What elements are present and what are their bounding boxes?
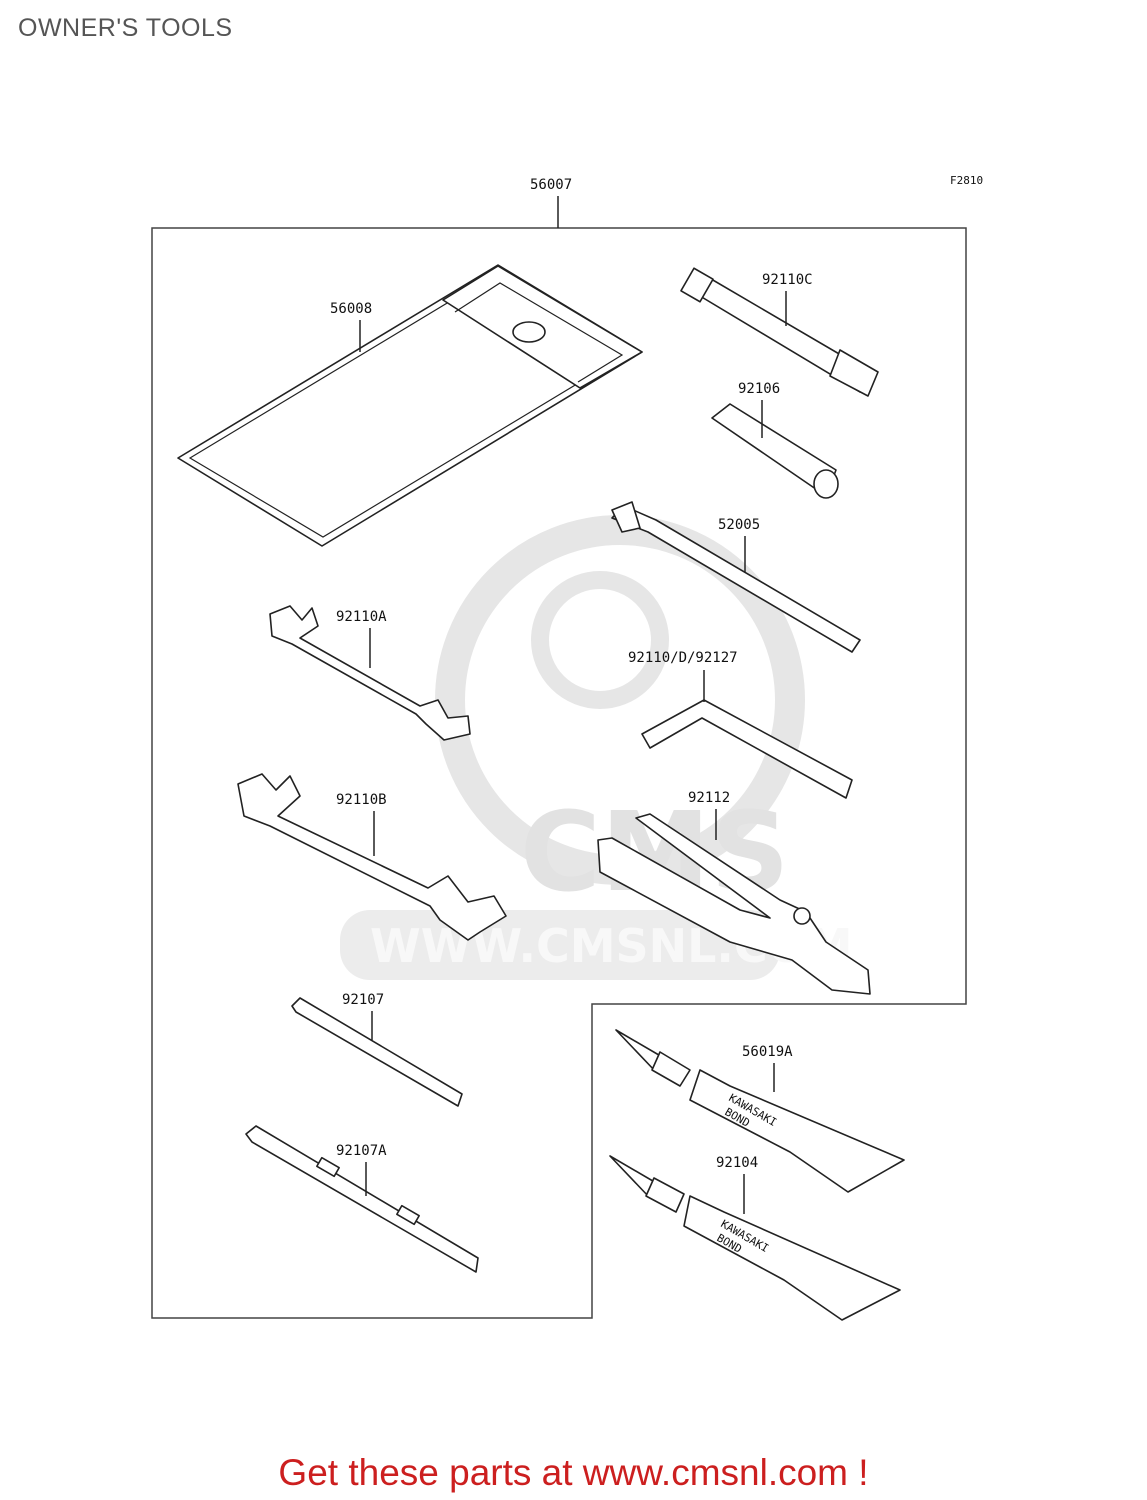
open-end-wrench-small-92110A[interactable]: 92110A — [269, 605, 471, 741]
svg-text:92107A: 92107A — [336, 1143, 387, 1159]
bond-tube-56019A[interactable]: KAWASAKI BOND 56019A — [615, 1029, 905, 1193]
footer-link[interactable]: Get these parts at www.cmsnl.com ! — [278, 1452, 869, 1493]
page-title: OWNER'S TOOLS — [18, 14, 233, 42]
svg-text:92112: 92112 — [688, 790, 730, 806]
open-end-wrench-large-92110B[interactable]: 92110B — [237, 773, 507, 941]
svg-text:92106: 92106 — [738, 381, 780, 397]
screwdriver-shaft-52005[interactable]: 52005 — [611, 501, 861, 653]
pliers-92112[interactable]: 92112 — [597, 790, 871, 995]
label-56007[interactable]: 56007 — [530, 177, 572, 228]
kit-frame — [151, 227, 967, 1319]
svg-text:56007: 56007 — [530, 177, 572, 193]
socket-handle-92106[interactable]: 92106 — [711, 381, 839, 499]
svg-text:92110B: 92110B — [336, 792, 387, 808]
figure-code: F2810 — [950, 174, 983, 187]
box-wrench-92110C[interactable]: 92110C — [680, 267, 879, 397]
svg-text:92110A: 92110A — [336, 609, 387, 625]
svg-text:92104: 92104 — [716, 1155, 758, 1171]
svg-text:92107: 92107 — [342, 992, 384, 1008]
svg-text:92110C: 92110C — [762, 272, 813, 288]
svg-text:92110/D/92127: 92110/D/92127 — [628, 650, 738, 666]
svg-text:52005: 52005 — [718, 517, 760, 533]
svg-text:56019A: 56019A — [742, 1044, 793, 1060]
double-ended-screwdriver-92107A[interactable]: 92107A — [245, 1125, 479, 1273]
tool-bag-56008[interactable]: 56008 — [177, 264, 643, 547]
screwdriver-bit-92107[interactable]: 92107 — [291, 992, 463, 1107]
hex-key-92110-D-92127[interactable]: 92110/D/92127 — [628, 650, 853, 799]
svg-text:56008: 56008 — [330, 301, 372, 317]
